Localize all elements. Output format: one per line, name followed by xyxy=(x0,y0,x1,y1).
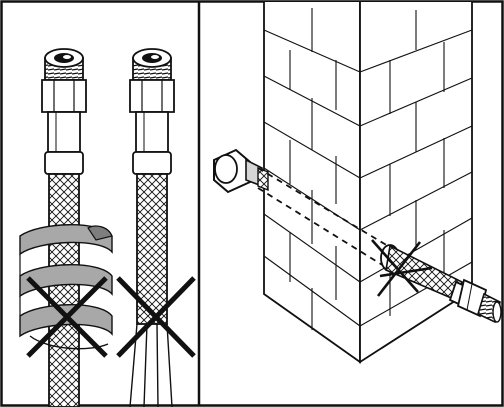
cross-mark-icon xyxy=(116,276,196,358)
panel-hose-through-wall xyxy=(213,2,502,364)
brick-wall xyxy=(263,2,473,364)
cross-mark-icon xyxy=(26,276,108,358)
panel-hose-wrapping xyxy=(19,48,196,407)
threaded-end-icon xyxy=(477,292,502,324)
braided-hose-wrapped-with-tape xyxy=(19,48,113,407)
cross-mark-icon xyxy=(371,239,433,297)
hose-passed-through-brick-wall xyxy=(213,148,502,324)
nut-icon xyxy=(213,148,251,194)
braided-hose-plain xyxy=(116,48,196,407)
